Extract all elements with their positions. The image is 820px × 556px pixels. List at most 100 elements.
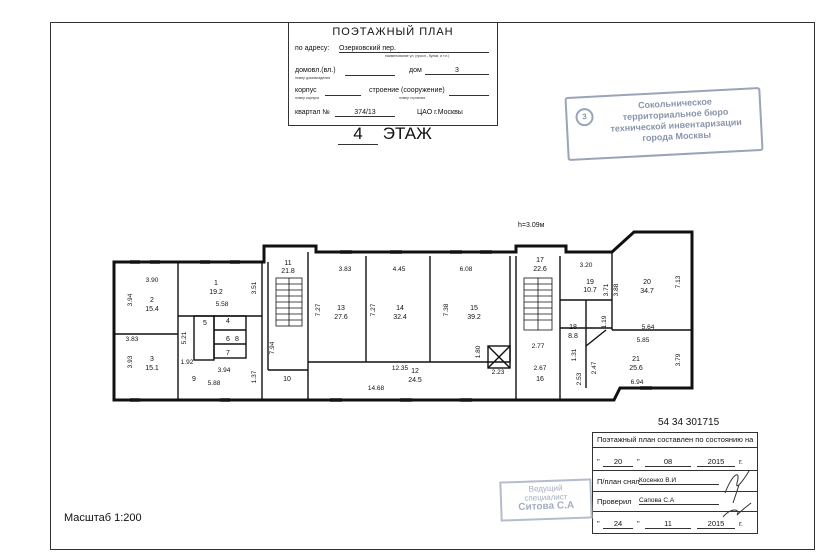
district-value: ЦАО г.Москвы [417,109,463,116]
room-area: 39.2 [467,314,481,321]
info-box: Поэтажный план составлен по состоянию на… [592,432,758,534]
room-number: 15 [470,305,478,312]
room-area: 22.6 [533,266,547,273]
date1-year-suffix: г. [739,457,743,466]
room-number: 21 [632,356,640,363]
room-area: 15.4 [145,306,159,313]
dimension: 3.79 [675,353,682,366]
date2-year: 2015 [697,519,735,529]
room-number: 2 [150,297,154,304]
dimension: 3.51 [251,281,258,294]
outer-wall [112,230,694,402]
room-number: 16 [536,376,544,383]
dimension: 3.94 [127,293,134,306]
room-area: 27.6 [334,314,348,321]
date2-year-suffix: г. [739,519,743,528]
room-area: 19.2 [209,289,223,296]
date1-day: 20 [603,457,633,467]
elevator-cross [487,345,511,369]
checked-name: Сапова С.А [639,497,719,505]
room-number: 17 [536,257,544,264]
room-number: 18 [569,324,577,331]
date1-year: 2015 [697,457,735,467]
info-header: Поэтажный план составлен по состоянию на [593,435,757,448]
wall [585,329,607,347]
dimension: 2.53 [576,372,583,385]
floor-number: 4 [338,124,378,145]
wc-cabins [213,315,247,359]
stamp2-name: Ситова С.А [518,500,575,513]
dimension: 4.45 [393,266,406,273]
stroenie-line [449,87,489,96]
stroenie-hint: номер строения [399,96,426,100]
dom-value: 3 [425,67,489,75]
dimension: 3.93 [127,355,134,368]
scale-label: Масштаб 1:200 [64,512,142,524]
date1-month: 08 [645,457,691,467]
room-number: 9 [192,376,196,383]
room-number: 4 [226,318,230,325]
dimension: 5.21 [181,331,188,344]
room-area: 24.5 [408,377,422,384]
dimension: 3.83 [339,266,352,273]
dimension: 7.94 [269,341,276,354]
specialist-stamp: Ведущий специалист Ситова С.А [499,478,593,522]
address-value: Озерковский пер. [339,45,489,53]
dimension: 2.23 [492,369,505,376]
room-area: 8.8 [568,333,578,340]
surveyed-name: Косенко В.И [639,477,719,485]
domovl-label: домовл.(вл.) [295,67,336,74]
surveyed-label: П/план снял [597,477,640,486]
kvartal-value: 374/13 [335,109,395,117]
elevator-shaft [487,345,511,369]
stroenie-label: строение (сооружение) [369,87,445,94]
dimension: 6.08 [460,266,473,273]
dimension: 3.71 [603,283,610,296]
dimension: 1.92 [181,359,194,366]
room-number: 13 [337,305,345,312]
domovl-hint: номер домовладения [295,76,331,80]
dimension: 7.38 [443,303,450,316]
dimension: 1.31 [571,348,578,361]
room-number: 7 [226,350,230,357]
date2-day: 24 [603,519,633,529]
dimension: 5.85 [637,337,650,344]
room-number: 6 [226,336,230,343]
korpus-label: корпус [295,87,317,94]
stair-steps-right [524,283,552,321]
dimension: 3.88 [613,283,620,296]
room-area: 21.8 [281,268,295,275]
dimension: 3.94 [218,367,231,374]
korpus-line [325,87,361,96]
document-number: 54 34 301715 [658,417,720,428]
room-area: 10.7 [583,287,597,294]
floor-word: ЭТАЖ [382,124,432,143]
dimension: 5.88 [208,380,221,387]
room-area: 34.7 [640,288,654,295]
room-number: 8 [235,336,239,343]
dimension: 3.83 [126,336,139,343]
room-number: 3 [150,356,154,363]
dimension: 1.80 [475,345,482,358]
room-number: 12 [411,368,419,375]
dimension: 5.58 [216,301,229,308]
room-number: 20 [643,279,651,286]
domovl-line [345,67,395,76]
room-area: 15.1 [145,365,159,372]
korpus-hint: номер корпуса [295,96,319,100]
floor-label: 4 ЭТАЖ [338,124,432,145]
room-number: 5 [203,320,207,327]
room-number: 1 [214,280,218,287]
dimension: 3.90 [146,277,159,284]
dimension: 12.35 [392,365,409,372]
dimension: 5.64 [642,324,655,331]
date2-month: 11 [645,519,691,529]
windows [130,250,652,402]
dimension: 7.27 [315,303,322,316]
room-number: 10 [283,376,291,383]
dom-label: дом [409,67,422,74]
dimension: 2.67 [534,365,547,372]
dimension: 7.13 [675,275,682,288]
title-block: ПОЭТАЖНЫЙ ПЛАН по адресу: Озерковский пе… [288,22,498,126]
